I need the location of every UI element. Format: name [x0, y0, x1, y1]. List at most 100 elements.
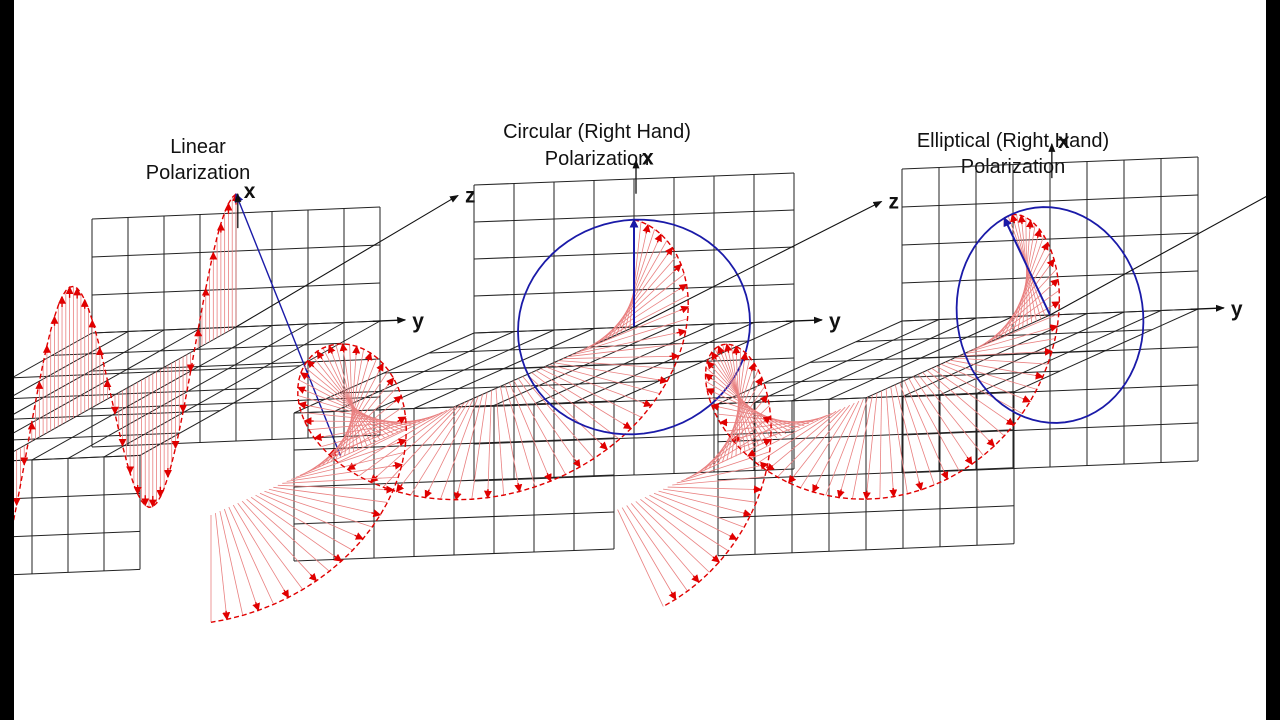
field-vector-arrowhead: [386, 377, 395, 387]
field-vector-arrowhead: [393, 395, 403, 404]
field-vector: [617, 509, 664, 607]
field-vector: [342, 343, 359, 450]
field-vector-arrowhead: [704, 373, 714, 382]
field-vector: [471, 392, 488, 500]
field-vector-arrowhead: [658, 376, 669, 385]
grid-line: [901, 270, 1199, 284]
field-vector: [800, 402, 855, 488]
grid-planes: [717, 156, 1199, 557]
field-vector: [232, 504, 289, 598]
field-vector-arrowhead: [964, 456, 973, 466]
field-vector: [777, 406, 846, 478]
field-vector: [255, 494, 353, 551]
grid-line: [901, 194, 1199, 208]
field-vector: [241, 500, 317, 582]
field-vector: [766, 408, 841, 471]
grid-line: [473, 209, 795, 223]
field-vector: [945, 361, 1037, 390]
grid-line: [338, 380, 660, 394]
field-vector-arrowhead: [748, 362, 756, 372]
field-vector: [259, 492, 364, 540]
field-vector: [299, 427, 407, 476]
field-vector: [382, 403, 461, 488]
polarization-ellipse: [955, 206, 1145, 424]
grid-line: [14, 530, 141, 538]
field-vector: [1004, 242, 1049, 336]
field-vector: [922, 372, 995, 447]
field-vector: [575, 318, 688, 354]
field-vector-arrowhead: [599, 441, 608, 450]
field-vector: [328, 345, 368, 446]
field-vector: [879, 390, 882, 499]
grid-line: [14, 432, 181, 441]
grid-line: [293, 400, 615, 414]
field-vector: [653, 492, 745, 528]
field-vector: [825, 398, 864, 496]
field-vector-arrowhead: [369, 474, 379, 483]
grid-line: [14, 568, 141, 576]
field-vector-arrowhead: [728, 532, 738, 540]
field-vector: [370, 405, 457, 483]
field-vector-arrowhead: [724, 343, 733, 353]
grid-line: [14, 492, 141, 500]
field-vector: [264, 490, 373, 528]
field-vector: [885, 388, 895, 497]
field-vector-arrowhead: [754, 376, 763, 386]
grid-line: [473, 172, 795, 186]
field-vector: [986, 279, 1059, 344]
field-vector: [424, 398, 475, 498]
grid-line: [14, 454, 141, 462]
field-vector: [917, 374, 984, 456]
field-vector: [931, 367, 1014, 426]
field-vector: [852, 394, 873, 499]
field-vector: [663, 488, 757, 503]
field-vector: [624, 224, 649, 332]
field-vector: [316, 351, 377, 442]
field-vector-arrowhead: [544, 472, 552, 483]
field-vector-arrowhead: [392, 461, 403, 470]
field-vector: [699, 405, 770, 474]
field-vector: [508, 382, 551, 482]
field-vector: [903, 380, 948, 480]
grid-line: [473, 431, 795, 445]
z-axis-label: z: [465, 184, 476, 207]
field-vector: [926, 369, 1005, 437]
field-vector-arrowhead: [760, 461, 769, 470]
field-vector: [615, 234, 662, 336]
field-vector: [580, 306, 689, 352]
field-vector: [894, 384, 922, 490]
field-vector-arrowhead: [642, 399, 653, 408]
field-vector: [726, 357, 751, 461]
field-vector: [535, 370, 632, 429]
field-vector: [694, 416, 771, 476]
wave-envelope: [14, 193, 237, 522]
field-vector-arrowhead: [747, 449, 756, 457]
field-vector: [558, 360, 674, 370]
grid-line: [91, 434, 381, 448]
polarization-ellipse: [517, 218, 751, 436]
field-vector: [308, 405, 405, 472]
field-vector: [313, 395, 402, 470]
grid-line: [717, 505, 1015, 519]
field-vector-arrowhead: [572, 458, 581, 468]
field-vector: [936, 365, 1023, 414]
grid-line: [763, 370, 1061, 384]
field-vector: [584, 295, 689, 350]
field-vector-arrowhead: [762, 438, 772, 447]
field-vector-arrowhead: [281, 589, 290, 599]
field-vector: [250, 496, 342, 562]
field-vector: [899, 382, 935, 486]
field-vector: [219, 510, 244, 616]
field-vector: [317, 386, 399, 468]
field-vector: [277, 484, 394, 491]
field-vector-arrowhead: [862, 490, 871, 501]
title-line-2: Polarization: [146, 162, 251, 184]
wave-vectors: [14, 193, 342, 522]
field-vector-arrowhead: [333, 553, 343, 562]
field-vector-arrowhead: [316, 350, 325, 360]
field-vector-arrowhead: [706, 360, 715, 370]
field-vector-arrowhead: [354, 532, 364, 540]
field-vector-arrowhead: [1046, 258, 1055, 268]
grid-line: [473, 468, 795, 482]
